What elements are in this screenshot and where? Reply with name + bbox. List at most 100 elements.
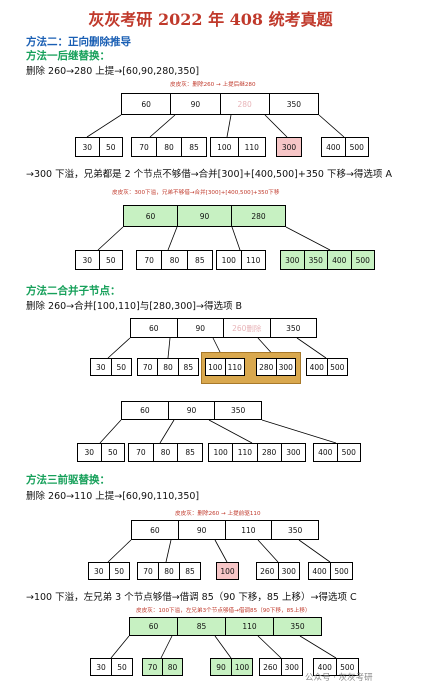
- note-borrow-85: 皮皮灰：100下溢，左兄弟3个节点够借→借调85（90下移，85上移）: [136, 608, 311, 614]
- key: 100: [211, 138, 239, 156]
- key: 50: [114, 566, 125, 576]
- key: 110: [233, 444, 258, 461]
- note-merge-300: 皮皮灰：300下溢，兄弟不够借→合并[300]+[400,500]+350下移: [112, 190, 280, 196]
- tree4-leaf: 70 80 85: [128, 443, 203, 462]
- key: 80: [159, 563, 180, 579]
- key: 50: [116, 362, 127, 372]
- tree1-leaf: 30 50: [75, 137, 123, 157]
- key: 30: [78, 444, 102, 461]
- tree1-leaf: 70 80 85: [131, 137, 207, 157]
- key: 50: [105, 142, 116, 152]
- key: 500: [349, 142, 364, 152]
- key: 70: [143, 659, 163, 675]
- tree2-leaf: 100 110: [216, 250, 266, 270]
- page-title: 灰灰考研 2022 年 408 统考真题: [88, 10, 333, 29]
- key: 85: [185, 566, 195, 576]
- key: 350: [286, 323, 301, 333]
- tree1-root-node: 60 90 280 350: [121, 93, 319, 115]
- key: 280: [251, 211, 266, 221]
- key: 400: [314, 659, 337, 675]
- key: 110: [227, 362, 242, 372]
- tree1-leaf: 400 500: [321, 137, 369, 157]
- tree3-leaf: 70 80 85: [137, 358, 199, 376]
- tree5-leaf: 400 500: [308, 562, 353, 580]
- tree5-leaf: 30 50: [88, 562, 130, 580]
- key: 80: [162, 251, 188, 269]
- key: 60: [132, 521, 179, 539]
- key: 50: [117, 662, 127, 672]
- key: 85: [195, 255, 205, 265]
- key: 70: [138, 563, 159, 579]
- key: 110: [226, 618, 274, 635]
- key: 400: [328, 251, 352, 269]
- tree6-leaf-changed: 90 100: [210, 658, 253, 676]
- key: 100: [217, 251, 242, 269]
- key: 70: [137, 251, 163, 269]
- key: 100: [220, 566, 235, 576]
- key: 60: [122, 94, 172, 114]
- key: 350: [231, 406, 246, 415]
- key: 90: [169, 402, 216, 419]
- method2-heading: 方法二：正向删除推导: [26, 36, 131, 48]
- key: 60: [122, 402, 169, 419]
- key: 50: [107, 448, 118, 457]
- key: 400: [309, 563, 331, 579]
- key: 400: [322, 138, 346, 156]
- tree4-leaf: 400 500: [313, 443, 361, 462]
- key: 100: [234, 662, 250, 672]
- tree2-leaf-merged: 300 350 400 500: [280, 250, 375, 270]
- tree1-leaf-underflow: 300: [276, 137, 302, 157]
- key: 110: [226, 521, 273, 539]
- tree2-root-node: 60 90 280: [123, 205, 286, 227]
- key: 85: [185, 448, 195, 457]
- key: 30: [76, 138, 100, 156]
- key: 400: [307, 359, 328, 375]
- method2-sub1-heading: 方法一后继替换：: [26, 50, 110, 62]
- key: 500: [341, 448, 356, 457]
- key: 50: [105, 255, 116, 265]
- tree6-root-node: 60 85 110 350: [129, 617, 322, 636]
- key: 500: [330, 362, 345, 372]
- key: 100: [209, 444, 234, 461]
- tree1-leaf: 100 110: [210, 137, 266, 157]
- key: 80: [167, 662, 178, 672]
- key: 85: [183, 362, 194, 372]
- method2-step2: →300 下溢，兄弟都是 2 个节点不够借→合并[300]+[400,500]+…: [26, 169, 392, 180]
- key: 30: [91, 359, 112, 375]
- tree6-leaf-changed: 70 80: [142, 658, 183, 676]
- key: 280: [258, 444, 282, 461]
- key: 110: [244, 142, 259, 152]
- key: 350: [305, 251, 328, 269]
- tree3-leaf: 400 500: [306, 358, 348, 376]
- tree5-leaf: 260 300: [256, 562, 300, 580]
- key: 90: [211, 659, 232, 675]
- key: 260: [257, 563, 279, 579]
- key: 300: [281, 251, 305, 269]
- key: 350: [286, 99, 302, 109]
- key: 500: [340, 662, 355, 672]
- key: 60: [124, 206, 178, 226]
- tree6-leaf: 30 50: [90, 658, 133, 676]
- key: 80: [157, 138, 182, 156]
- tree2-leaf: 30 50: [75, 250, 123, 270]
- key: 500: [355, 255, 370, 265]
- tree3-leaf-merge-left: 100 110: [205, 358, 245, 376]
- key: 300: [284, 662, 299, 672]
- key: 70: [138, 359, 159, 375]
- key: 400: [314, 444, 338, 461]
- tree6-leaf: 260 300: [259, 658, 303, 676]
- note-predecessor: 皮皮灰：删除260 → 上提前驱110: [175, 511, 261, 517]
- key: 100: [206, 359, 226, 375]
- key: 85: [189, 142, 199, 152]
- key: 300: [286, 448, 301, 457]
- method3-heading: 方法三前驱替换：: [26, 474, 110, 486]
- tree4-leaf-merged: 100 110 280 300: [208, 443, 306, 462]
- key: 350: [290, 622, 305, 631]
- key: 80: [158, 359, 179, 375]
- key: 80: [154, 444, 179, 461]
- tree5-root-node: 60 90 110 350: [131, 520, 319, 540]
- key: 90: [171, 94, 221, 114]
- key: 260: [260, 659, 282, 675]
- key: 300: [281, 142, 297, 152]
- tree3-leaf-merge-right: 280 300: [256, 358, 296, 376]
